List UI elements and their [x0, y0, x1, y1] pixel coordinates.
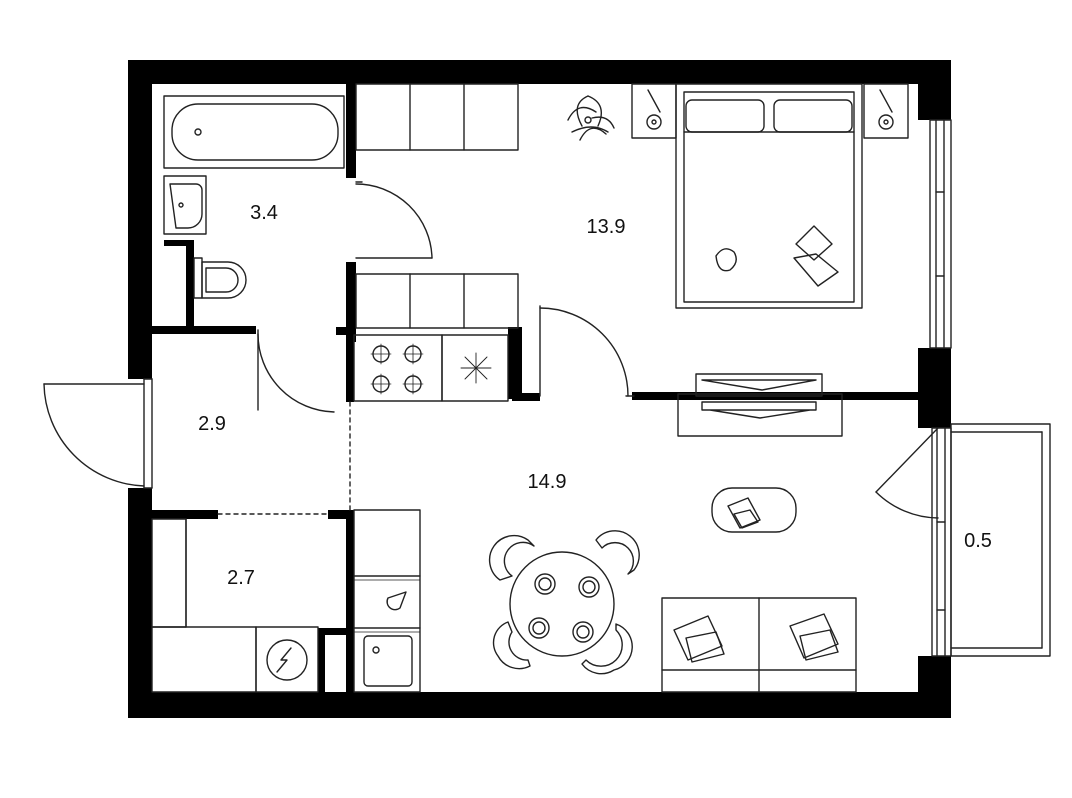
stove-icon: [353, 334, 443, 402]
sink-icon: [363, 591, 413, 687]
toilet-icon: [193, 257, 247, 299]
balcony: [875, 423, 1051, 657]
area-label-storage: 2.7: [227, 567, 255, 589]
washbasin-icon: [163, 175, 207, 235]
storage-cabinet: [151, 626, 257, 693]
nightstand: [631, 83, 677, 139]
kitchen-cabinets: [353, 509, 421, 693]
wardrobe-icon: [355, 83, 519, 151]
plant-icon: [567, 95, 615, 141]
fridge-icon: [441, 334, 509, 402]
shelf: [151, 518, 187, 628]
area-label-bathroom: 3.4: [250, 202, 278, 224]
dining-table-icon: [488, 530, 640, 675]
bathtub-icon: [163, 95, 345, 169]
door-icon: [257, 329, 335, 413]
door-icon: [539, 305, 635, 397]
washing-machine-icon: [255, 626, 319, 693]
bed-icon: [675, 83, 863, 309]
window-icon: [929, 119, 952, 657]
area-label-hallway: 2.9: [198, 413, 226, 435]
coffee-table-icon: [711, 487, 797, 533]
door-icon: [43, 378, 153, 489]
nightstand: [863, 83, 909, 139]
area-label-balcony: 0.5: [964, 530, 992, 552]
area-label-bedroom: 13.9: [587, 216, 626, 238]
door-icon: [355, 181, 433, 259]
area-label-living-kitchen: 14.9: [528, 471, 567, 493]
wardrobe-icon: [355, 273, 519, 329]
tv-icon: [677, 373, 843, 437]
sofa-icon: [661, 597, 857, 693]
